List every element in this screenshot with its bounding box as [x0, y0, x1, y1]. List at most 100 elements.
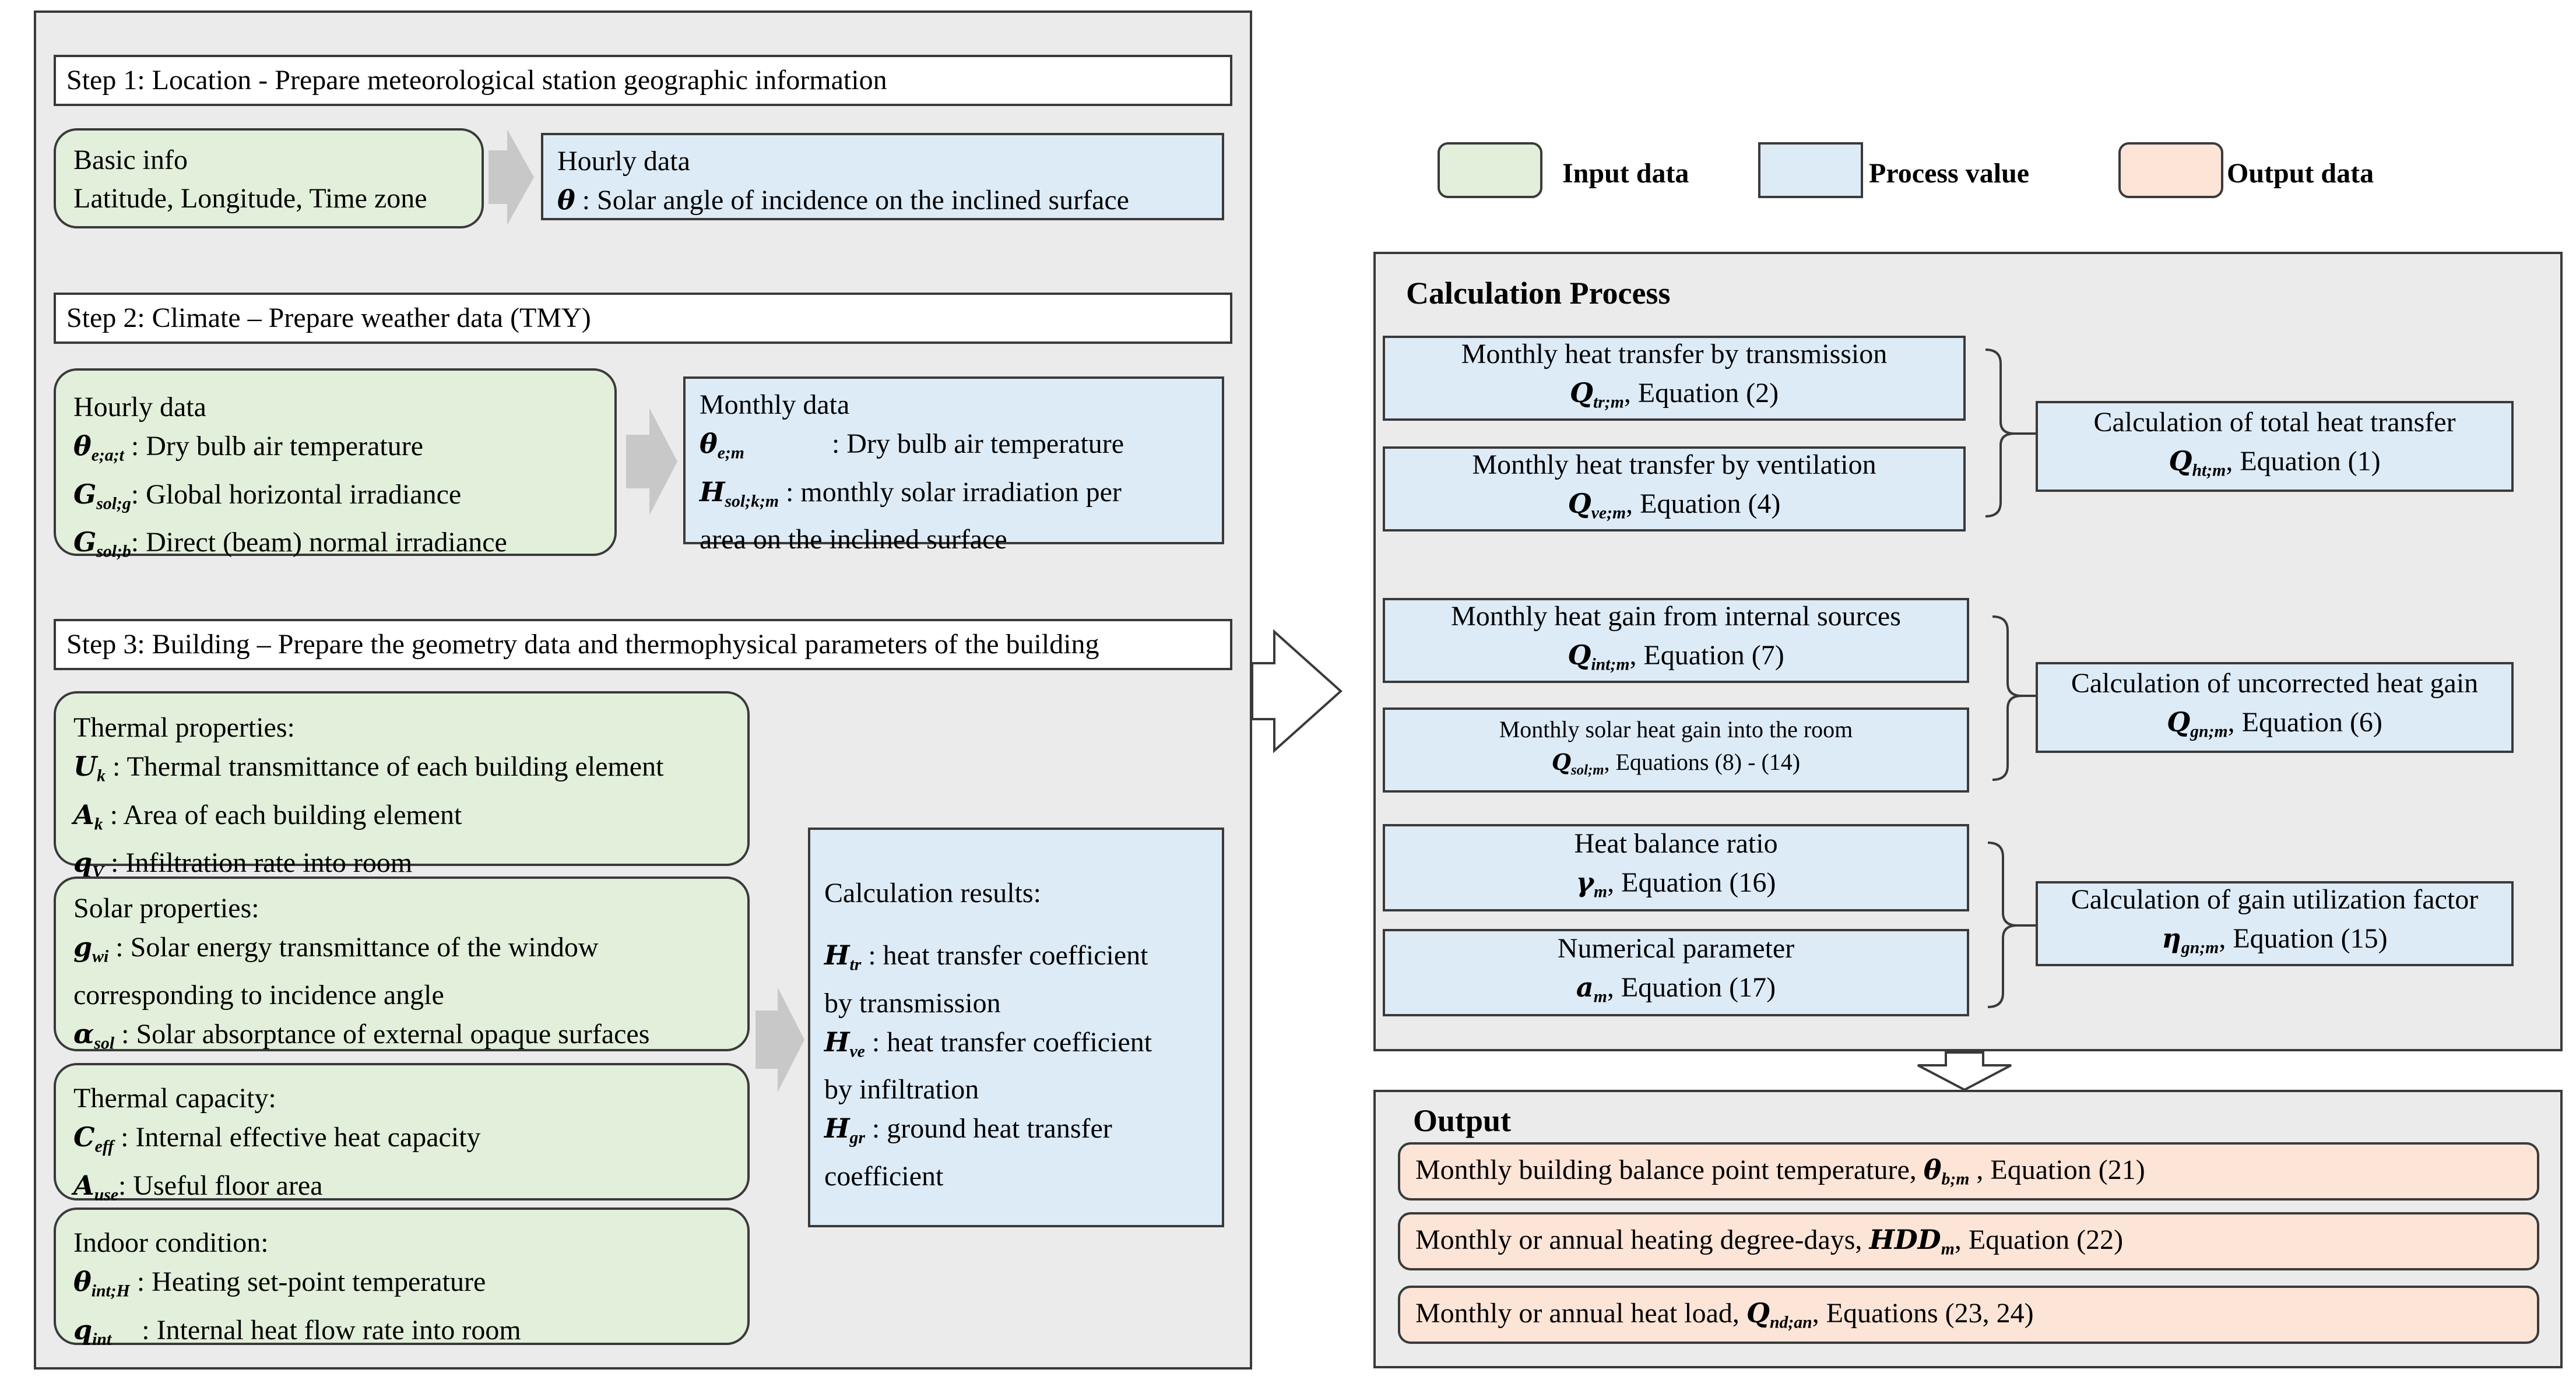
subscript: e;a;t — [91, 445, 124, 465]
basic-info-heading: Basic info — [73, 145, 188, 175]
solar-label: Monthly solar heat gain into the room — [1499, 716, 1853, 743]
item-desc: : Useful floor area — [118, 1170, 323, 1201]
q-symbol: Q — [1746, 1297, 1770, 1329]
transmission-eq: Qtr;m, Equation (2) — [1391, 374, 1958, 422]
item-desc: : Internal effective heat capacity — [114, 1122, 481, 1153]
item-desc: : ground heat transfer — [864, 1113, 1112, 1145]
step3-title: Step 3: Building – Prepare the geometry … — [54, 619, 1232, 670]
results-item-2: Hve : heat transfer coefficient — [824, 1023, 1208, 1071]
indoor-condition-box: Indoor condition: θint;H : Heating set-p… — [54, 1208, 750, 1349]
capacity-item-2: Ause: Useful floor area — [73, 1166, 730, 1214]
step2-hourly-item-3: Gsol;b: Direct (beam) normal irradiance — [73, 523, 597, 571]
u-symbol: U — [73, 751, 97, 782]
item-desc: : heat transfer coefficient — [861, 940, 1148, 971]
item-desc: : Infiltration rate into room — [104, 847, 413, 879]
step1-hourly-heading: Hourly data — [557, 146, 690, 177]
calculation-results-box: Calculation results: Htr : heat transfer… — [808, 828, 1224, 1227]
step3-gray-arrow — [755, 987, 804, 1092]
equation-ref: , Equation (17) — [1607, 971, 1776, 1003]
g-symbol: G — [73, 526, 97, 558]
uncorrected-label: Calculation of uncorrected heat gain — [2071, 667, 2479, 699]
g-symbol: G — [73, 478, 97, 510]
g-symbol: g — [73, 931, 93, 963]
item-desc: : Direct (beam) normal irradiance — [131, 527, 507, 558]
results-item-3-cont: coefficient — [824, 1160, 944, 1192]
q-symbol: q — [73, 1314, 93, 1346]
theta-symbol: θ — [73, 1266, 92, 1297]
step2-monthly-item-1: θe;m: Dry bulb air temperature — [700, 424, 1208, 473]
uncorrected-eq: Qgn;m, Equation (6) — [2044, 703, 2505, 751]
heat-balance-ratio-box: Heat balance ratio γm, Equation (16) — [1383, 824, 1969, 911]
equation-ref: , Equations (8) - (14) — [1604, 749, 1801, 776]
legend-input-label: Input data — [1562, 158, 1689, 189]
legend-process-label: Process value — [1869, 158, 2030, 189]
results-item-3: Hgr : ground heat transfer — [824, 1109, 1208, 1157]
numerical-eq: am, Equation (17) — [1391, 968, 1961, 1016]
h-symbol: H — [824, 939, 850, 971]
thermal-item-3: qV : Infiltration rate into room — [73, 843, 730, 892]
subscript: ht;m — [2192, 460, 2226, 480]
down-arrow-to-output — [1917, 1051, 2012, 1092]
subscript: sol;b — [96, 541, 131, 561]
step1-hourly-desc: : Solar angle of incidence on the inclin… — [575, 185, 1129, 216]
thermal-properties-box: Thermal properties: Uk : Thermal transmi… — [54, 691, 750, 882]
subscript: gn;m — [2190, 721, 2228, 741]
solar-item-1-cont: corresponding to incidence angle — [73, 979, 444, 1011]
equation-ref: , Equation (2) — [1623, 377, 1779, 409]
subscript: m — [1593, 987, 1607, 1006]
hdd-symbol: HDD — [1869, 1224, 1941, 1255]
c-symbol: C — [73, 1121, 95, 1153]
ratio-label: Heat balance ratio — [1574, 828, 1778, 859]
main-flow-arrow — [1251, 629, 1343, 754]
output-text: Monthly or annual heat load, — [1415, 1298, 1746, 1329]
uncorrected-gain-box: Calculation of uncorrected heat gain Qgn… — [2036, 662, 2514, 753]
results-heading: Calculation results: — [824, 878, 1041, 909]
item-desc: : Internal heat flow rate into room — [135, 1314, 521, 1346]
item-desc: : heat transfer coefficient — [864, 1026, 1152, 1058]
equation-ref: , Equations (23, 24) — [1812, 1298, 2034, 1329]
a-symbol: A — [73, 798, 94, 830]
transmission-label: Monthly heat transfer by transmission — [1461, 338, 1888, 369]
total-heat-transfer-box: Calculation of total heat transfer Qht;m… — [2036, 401, 2514, 492]
bracket-heat-transfer — [1985, 348, 2015, 518]
q-symbol: q — [73, 847, 93, 879]
total-eq: Qht;m, Equation (1) — [2044, 442, 2505, 490]
theta-symbol: θ — [700, 428, 718, 459]
equation-ref: , Equation (22) — [1954, 1224, 2124, 1255]
step2-gray-arrow — [626, 408, 677, 515]
a-symbol: a — [1576, 971, 1594, 1003]
solar-heading: Solar properties: — [73, 893, 259, 924]
subscript: nd;an — [1769, 1312, 1812, 1332]
q-symbol: Q — [1568, 639, 1591, 671]
theta-symbol: θ — [1923, 1154, 1942, 1185]
subscript: ve — [849, 1041, 865, 1061]
capacity-heading: Thermal capacity: — [73, 1083, 276, 1114]
solar-gain-box: Monthly solar heat gain into the room Qs… — [1383, 707, 1969, 793]
subscript: e;m — [717, 443, 744, 463]
legend-output-label: Output data — [2227, 158, 2374, 189]
subscript: wi — [92, 946, 109, 966]
equation-ref: , Equation (6) — [2227, 706, 2382, 738]
ventilation-eq: Qve;m, Equation (4) — [1391, 484, 1958, 533]
output-heating-degree-days: Monthly or annual heating degree-days, H… — [1398, 1212, 2539, 1270]
results-item-1: Htr : heat transfer coefficient — [824, 936, 1208, 984]
step2-monthly-item-2: Hsol;k;m : monthly solar irradiation per — [700, 473, 1208, 521]
subscript: gn;m — [2181, 938, 2219, 957]
q-symbol: Q — [1568, 487, 1591, 519]
indoor-item-2: qint : Internal heat flow rate into room — [73, 1311, 730, 1359]
output-balance-temperature: Monthly building balance point temperatu… — [1398, 1142, 2539, 1201]
a-symbol: A — [73, 1169, 94, 1201]
subscript: k — [97, 766, 106, 786]
item-desc: : Heating set-point temperature — [129, 1266, 486, 1297]
basic-info-text: Latitude, Longitude, Time zone — [73, 183, 427, 214]
equation-ref: , Equation (4) — [1626, 488, 1781, 519]
step1-hourly-item: θ : Solar angle of incidence on the incl… — [557, 181, 1208, 220]
step2-hourly-item-2: Gsol;g: Global horizontal irradiance — [73, 475, 597, 523]
subscript: m — [1941, 1239, 1955, 1259]
h-symbol: H — [700, 476, 725, 508]
subscript: sol;m — [1571, 762, 1604, 778]
item-desc: : Solar energy transmittance of the wind… — [108, 932, 599, 963]
item-desc: : Solar absorptance of external opaque s… — [114, 1018, 650, 1050]
item-desc: : monthly solar irradiation per — [779, 476, 1122, 508]
q-symbol: Q — [1551, 749, 1572, 776]
